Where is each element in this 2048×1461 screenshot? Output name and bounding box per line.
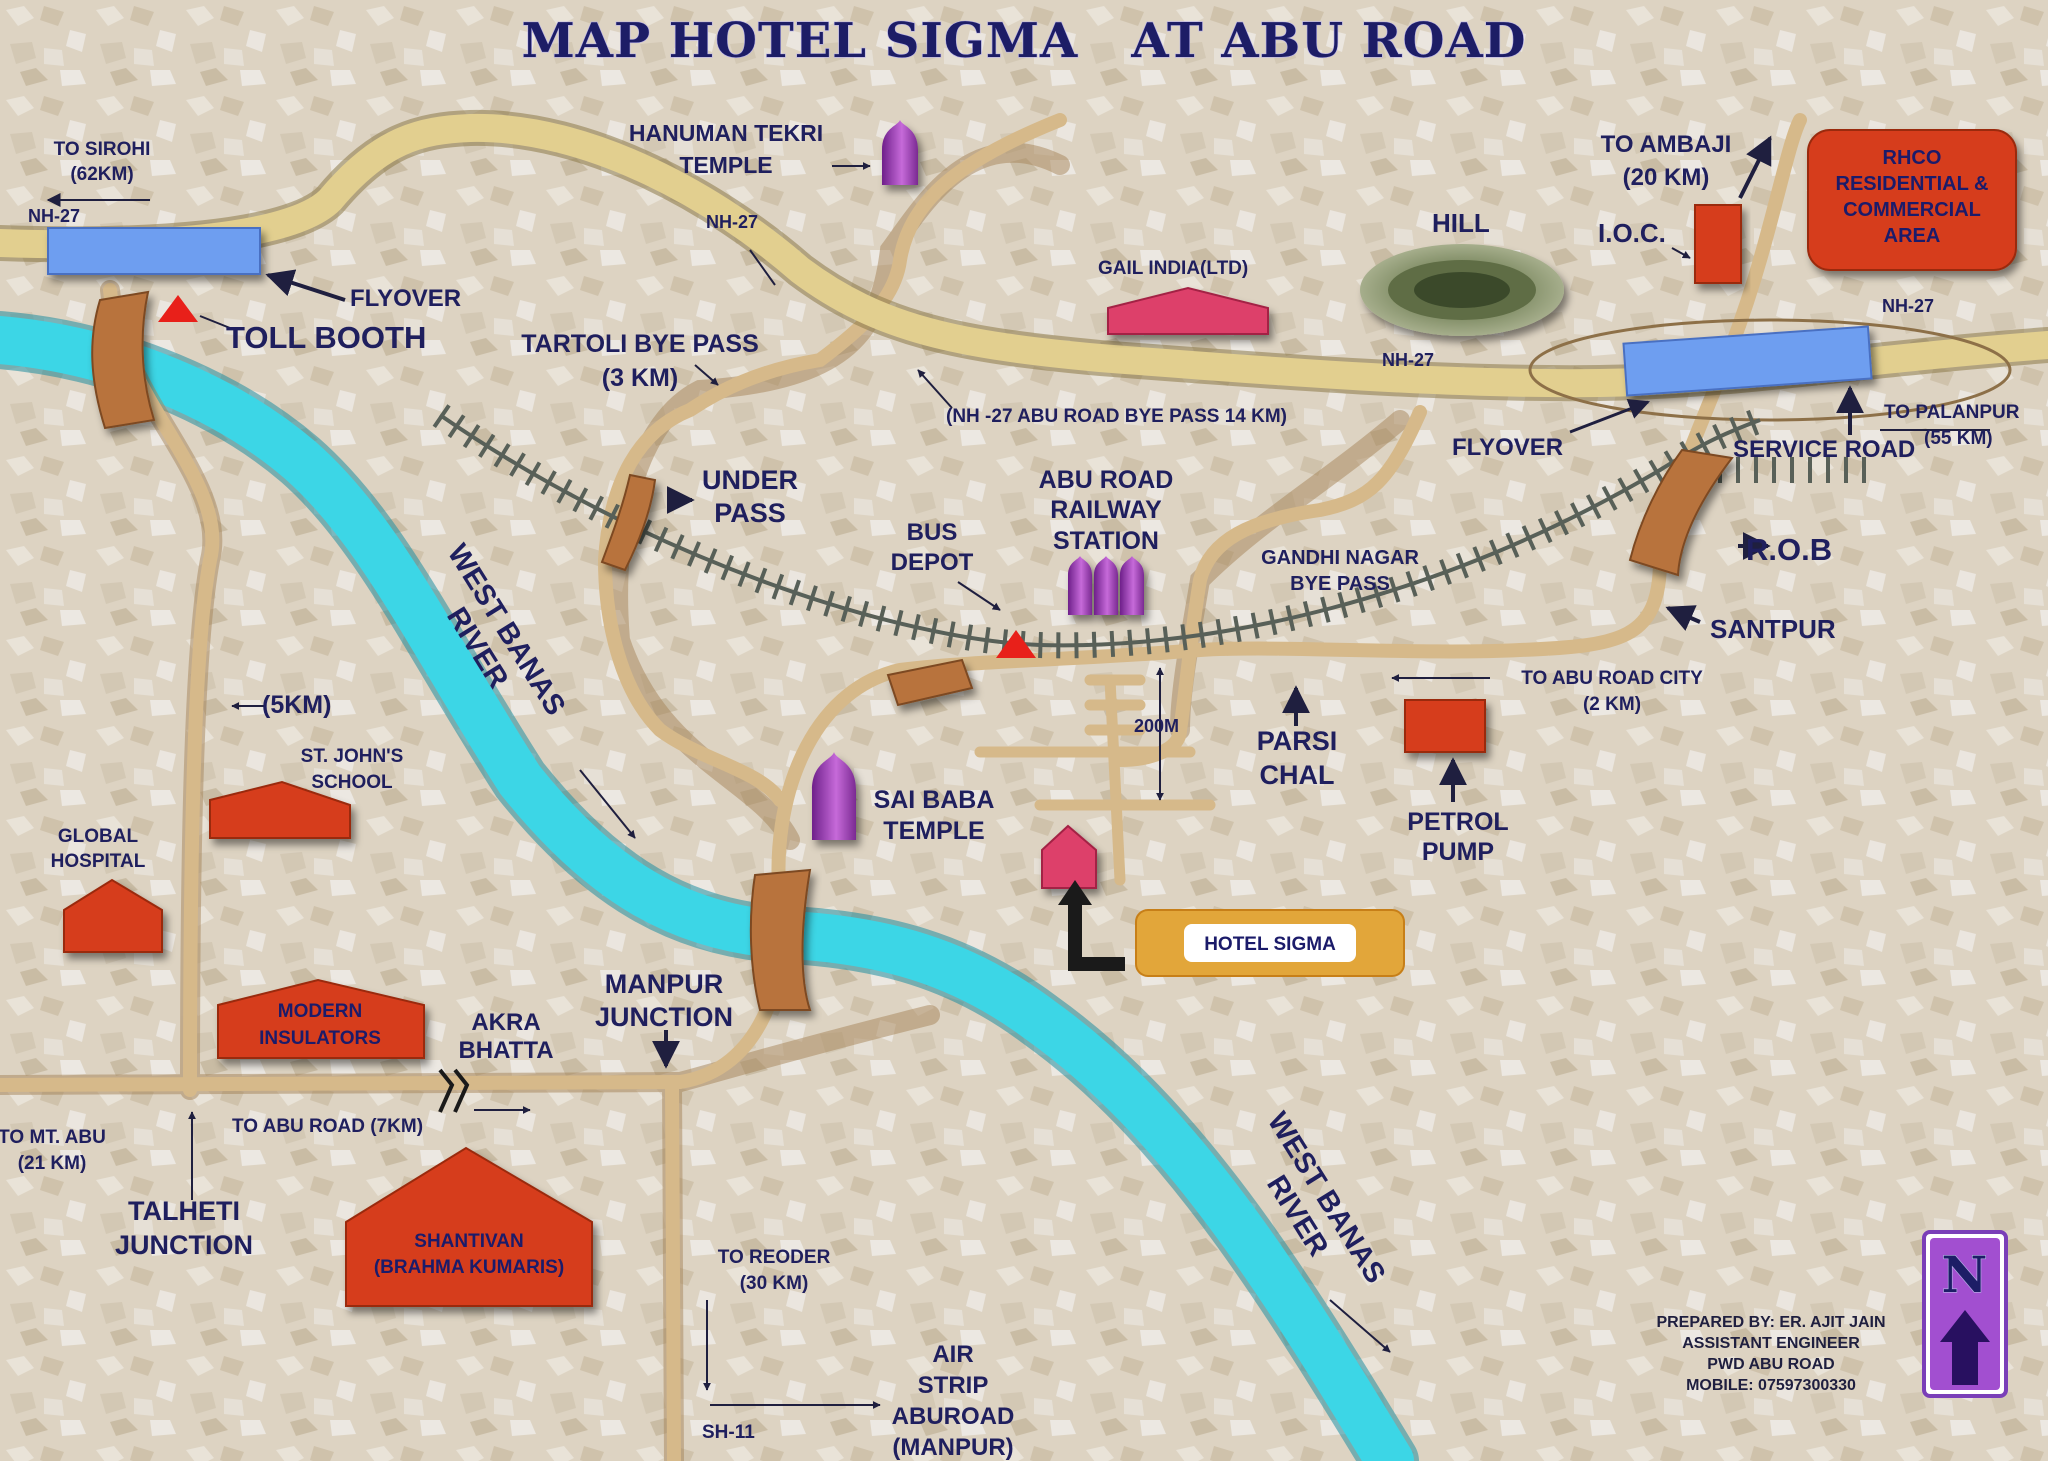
modern-insulators-icon xyxy=(217,978,425,1059)
label-nh27-top: NH-27 xyxy=(706,212,758,232)
label-to-ambaji: TO AMBAJI(20 KM) xyxy=(1601,131,1732,191)
map-title: MAP HOTEL SIGMA AT ABU ROAD xyxy=(522,13,1527,69)
label-nh27-east: NH-27 xyxy=(1882,296,1934,316)
pointer-arrows xyxy=(46,135,1990,1409)
label-sh11: SH-11 xyxy=(702,1422,755,1443)
road-gandhi-nagar xyxy=(1113,405,1427,767)
bridge-rob xyxy=(1628,448,1734,577)
label-hill: HILL xyxy=(1432,208,1490,238)
label-rob: R.O.B xyxy=(1746,532,1832,567)
label-to-abu-city: TO ABU ROAD CITY(2 KM) xyxy=(1521,668,1703,715)
road-sh11 xyxy=(665,1075,681,1461)
label-5km: (5KM) xyxy=(262,691,331,719)
hotel-sigma-label: HOTEL SIGMA xyxy=(1204,934,1336,955)
akra-bhatta-marker xyxy=(438,1068,470,1113)
label-service-road: SERVICE ROAD xyxy=(1733,436,1915,463)
road-tartoli xyxy=(597,113,1067,807)
global-hospital-icon xyxy=(63,878,163,953)
rhco-building-icon xyxy=(1807,129,2017,271)
label-bye-pass: (NH -27 ABU ROAD BYE PASS 14 KM) xyxy=(946,406,1287,427)
bridge-toll xyxy=(91,290,156,430)
label-toll-booth: TOLL BOOTH xyxy=(226,320,426,355)
label-nh27-mid: NH-27 xyxy=(1382,350,1434,370)
hotel-sigma-building-icon xyxy=(1041,824,1097,889)
label-200m: 200M xyxy=(1134,716,1179,736)
ioc-building-icon xyxy=(1694,204,1742,284)
svg-text:N: N xyxy=(1942,1245,1989,1304)
junction-ring xyxy=(1528,318,2012,422)
north-arrow-icon: N xyxy=(1922,1230,2008,1398)
bridge-underpass xyxy=(600,473,657,572)
bridge-rail xyxy=(886,658,974,707)
west-banas-river xyxy=(0,311,1419,1461)
railway-station-icon xyxy=(1068,556,1144,615)
gail-building-icon xyxy=(1107,286,1269,335)
label-shantivan: SHANTIVAN(BRAHMA KUMARIS) xyxy=(374,1231,564,1278)
railway-line xyxy=(432,404,1870,659)
road-mt-abu xyxy=(0,1075,687,1092)
label-nh27-west: NH-27 xyxy=(28,206,80,226)
hotel-sigma-box[interactable]: HOTEL SIGMA xyxy=(1135,909,1405,977)
flyover-east xyxy=(1622,325,1873,397)
label-flyover-west: FLYOVER xyxy=(350,285,461,312)
label-to-abu-road-7: TO ABU ROAD (7KM) xyxy=(232,1116,423,1137)
buildings xyxy=(63,129,2017,1307)
label-gail: GAIL INDIA(LTD) xyxy=(1098,258,1248,279)
toll-booth-icon xyxy=(158,295,198,322)
hotel-pointer-arrow xyxy=(1068,900,1125,971)
hanuman-temple-icon xyxy=(882,120,918,185)
label-to-sirohi: TO SIROHI(62KM) xyxy=(54,139,151,185)
label-to-reoder: TO REODER(30 KM) xyxy=(718,1247,831,1294)
petrol-pump-icon xyxy=(1404,699,1486,753)
st-johns-school-icon xyxy=(209,780,351,839)
shantivan-icon xyxy=(345,1146,593,1307)
label-to-palanpur: TO PALANPUR(55 KM) xyxy=(1884,402,2020,449)
bus-depot-icon xyxy=(996,630,1036,658)
label-santpur: SANTPUR xyxy=(1710,614,1836,644)
bridge-manpur xyxy=(749,868,812,1011)
label-tartoli: TARTOLI BYE PASS(3 KM) xyxy=(521,330,759,392)
flyover-west xyxy=(47,227,261,275)
sai-baba-temple-icon xyxy=(812,752,856,840)
temples xyxy=(812,120,1144,840)
hill-icon xyxy=(1360,244,1564,336)
bridges xyxy=(91,290,1734,1011)
label-to-mt-abu: TO MT. ABU(21 KM) xyxy=(0,1127,106,1174)
label-flyover-east: FLYOVER xyxy=(1452,434,1563,461)
label-ioc: I.O.C. xyxy=(1598,218,1666,248)
